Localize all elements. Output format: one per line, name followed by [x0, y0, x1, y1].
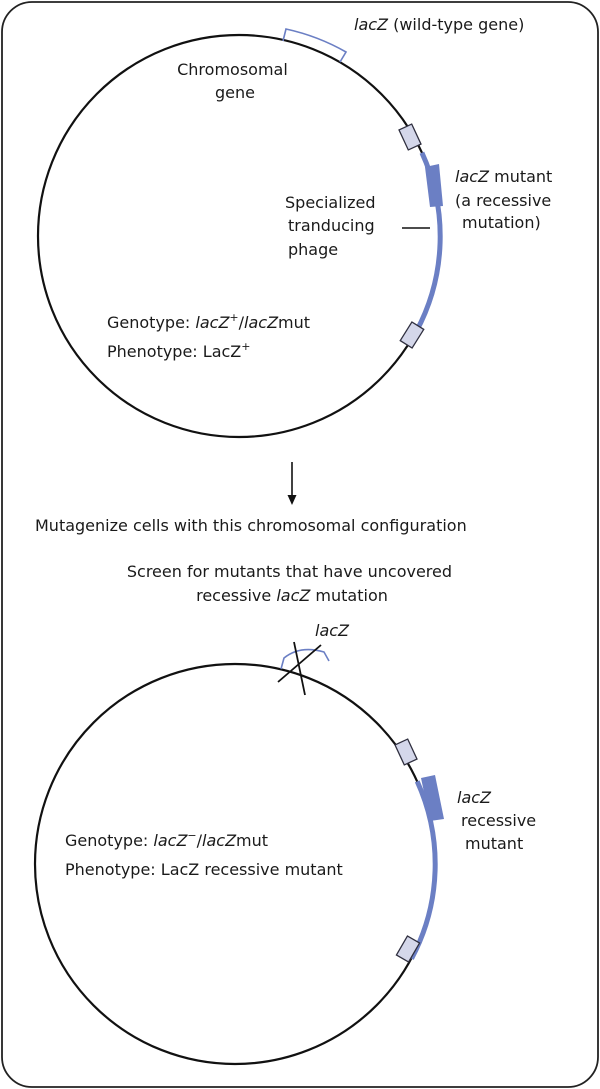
- top-phenotype: Phenotype: LacZ+: [107, 340, 250, 361]
- bottom-att-box-upper: [394, 738, 418, 766]
- bottom-genotype: Genotype: lacZ−/lacZmut: [65, 829, 268, 850]
- screen-text: Screen for mutants that have uncovered r…: [127, 562, 457, 605]
- down-arrow-head: [287, 495, 297, 505]
- mutagenize-text: Mutagenize cells with this chromosomal c…: [35, 516, 467, 535]
- chromosomal-gene-label: Chromosomal gene: [177, 60, 293, 102]
- bottom-lacz-label: lacZ: [315, 621, 350, 640]
- top-lacz-mutant-block: [425, 164, 443, 207]
- bottom-lacz-mutant-label: lacZ recessive mutant: [457, 788, 541, 853]
- middle-section: Mutagenize cells with this chromosomal c…: [35, 462, 467, 605]
- top-lacz-wt-bracket: [282, 28, 348, 63]
- top-lacz-mutant-label: lacZ mutant (a recessive mutation): [455, 167, 557, 232]
- top-genotype: Genotype: lacZ+/lacZmut: [107, 311, 310, 332]
- bottom-lacz-x-mark-a: [277, 644, 322, 683]
- phage-label: Specialized tranducing phage: [285, 193, 381, 259]
- top-att-box-lower: [399, 321, 425, 349]
- bottom-lacz-mutant-block: [421, 775, 444, 821]
- bottom-phenotype: Phenotype: LacZ recessive mutant: [65, 860, 343, 879]
- bottom-phage-arc: [409, 780, 438, 960]
- top-att-box-upper: [398, 123, 422, 151]
- top-diagram: lacZ (wild-type gene) Chromosomal gene l…: [36, 15, 557, 439]
- bottom-lacz-x-mark-b: [293, 641, 306, 696]
- bottom-lacz-bracket: [280, 648, 330, 670]
- top-lacz-wt-label: lacZ (wild-type gene): [354, 15, 524, 34]
- bottom-att-box-lower: [395, 935, 421, 963]
- bottom-diagram: lacZ lacZ recessive mutant Genotype: lac…: [33, 621, 541, 1066]
